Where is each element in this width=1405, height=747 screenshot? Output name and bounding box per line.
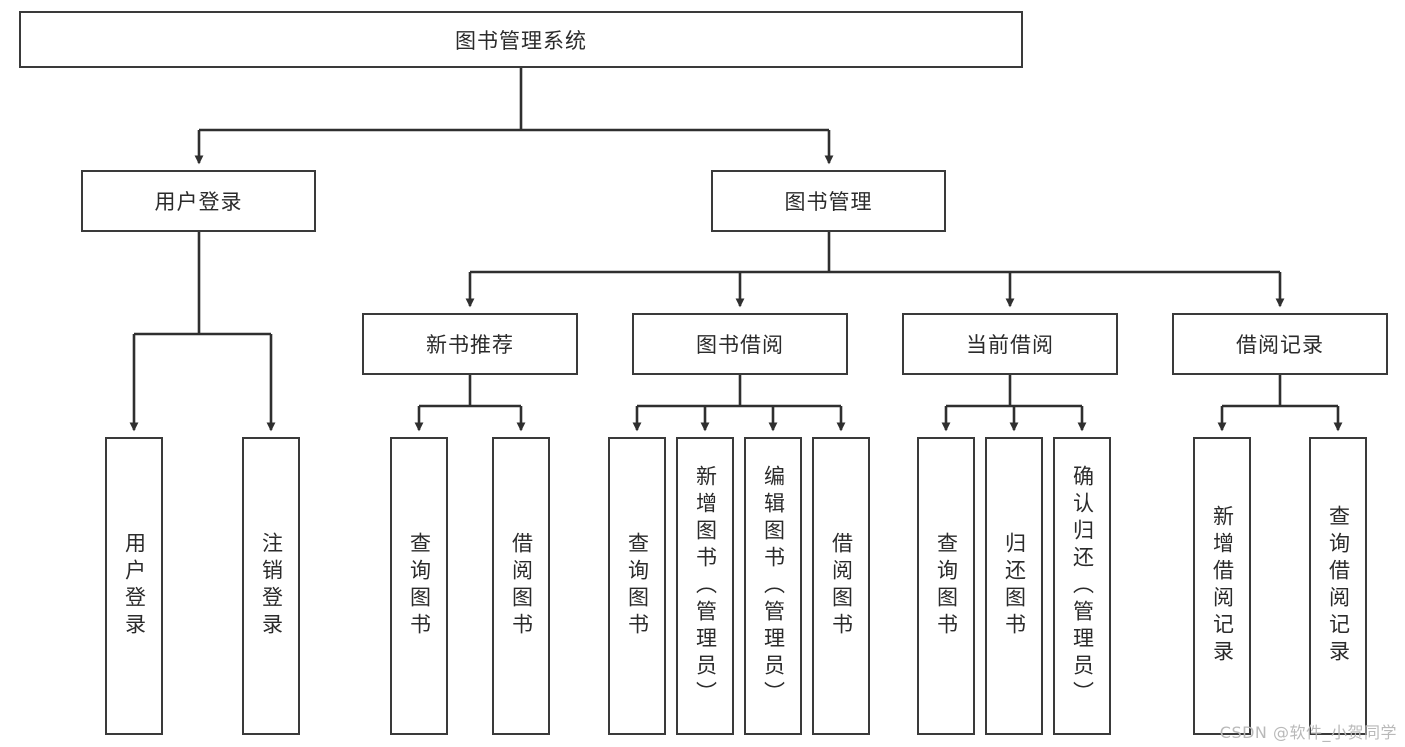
leaf-recommend-borrow-book[interactable]: 借阅图书 <box>492 437 550 735</box>
node-label: 当前借阅 <box>966 333 1054 357</box>
node-label: 查询图书 <box>407 532 432 640</box>
node-borrow-record[interactable]: 借阅记录 <box>1172 313 1388 375</box>
node-new-book-recommend[interactable]: 新书推荐 <box>362 313 578 375</box>
leaf-borrow-borrow-book[interactable]: 借阅图书 <box>812 437 870 735</box>
leaf-borrow-query-book[interactable]: 查询图书 <box>608 437 666 735</box>
node-label: 借阅图书 <box>829 532 854 640</box>
node-label: 借阅记录 <box>1236 333 1324 357</box>
csdn-watermark: CSDN @软件_小贺同学 <box>1219 723 1397 742</box>
node-label: 借阅图书 <box>509 532 534 640</box>
node-root-book-management-system[interactable]: 图书管理系统 <box>19 11 1023 68</box>
leaf-user-login-logout[interactable]: 注销登录 <box>242 437 300 735</box>
node-book-borrow[interactable]: 图书借阅 <box>632 313 848 375</box>
node-label: 图书管理系统 <box>455 28 587 53</box>
node-current-borrow[interactable]: 当前借阅 <box>902 313 1118 375</box>
node-label: 编辑图书（管理员） <box>761 464 786 708</box>
leaf-current-confirm-return-admin[interactable]: 确认归还（管理员） <box>1053 437 1111 735</box>
leaf-borrow-add-book-admin[interactable]: 新增图书（管理员） <box>676 437 734 735</box>
node-label: 注销登录 <box>259 532 284 640</box>
node-label: 查询借阅记录 <box>1326 505 1351 667</box>
node-label: 确认归还（管理员） <box>1070 464 1095 708</box>
node-label: 新增借阅记录 <box>1210 505 1235 667</box>
leaf-user-login-login[interactable]: 用户登录 <box>105 437 163 735</box>
node-user-login[interactable]: 用户登录 <box>81 170 316 232</box>
node-label: 归还图书 <box>1002 532 1027 640</box>
node-label: 新书推荐 <box>426 333 514 357</box>
leaf-record-query-record[interactable]: 查询借阅记录 <box>1309 437 1367 735</box>
leaf-recommend-query-book[interactable]: 查询图书 <box>390 437 448 735</box>
node-label: 查询图书 <box>934 532 959 640</box>
node-label: 用户登录 <box>154 190 243 214</box>
node-label: 查询图书 <box>625 532 650 640</box>
leaf-current-query-book[interactable]: 查询图书 <box>917 437 975 735</box>
node-label: 用户登录 <box>122 532 147 640</box>
leaf-current-return-book[interactable]: 归还图书 <box>985 437 1043 735</box>
node-label: 新增图书（管理员） <box>693 464 718 708</box>
node-label: 图书借阅 <box>696 333 784 357</box>
node-book-management[interactable]: 图书管理 <box>711 170 946 232</box>
leaf-record-add-record[interactable]: 新增借阅记录 <box>1193 437 1251 735</box>
leaf-borrow-edit-book-admin[interactable]: 编辑图书（管理员） <box>744 437 802 735</box>
node-label: 图书管理 <box>784 190 873 214</box>
